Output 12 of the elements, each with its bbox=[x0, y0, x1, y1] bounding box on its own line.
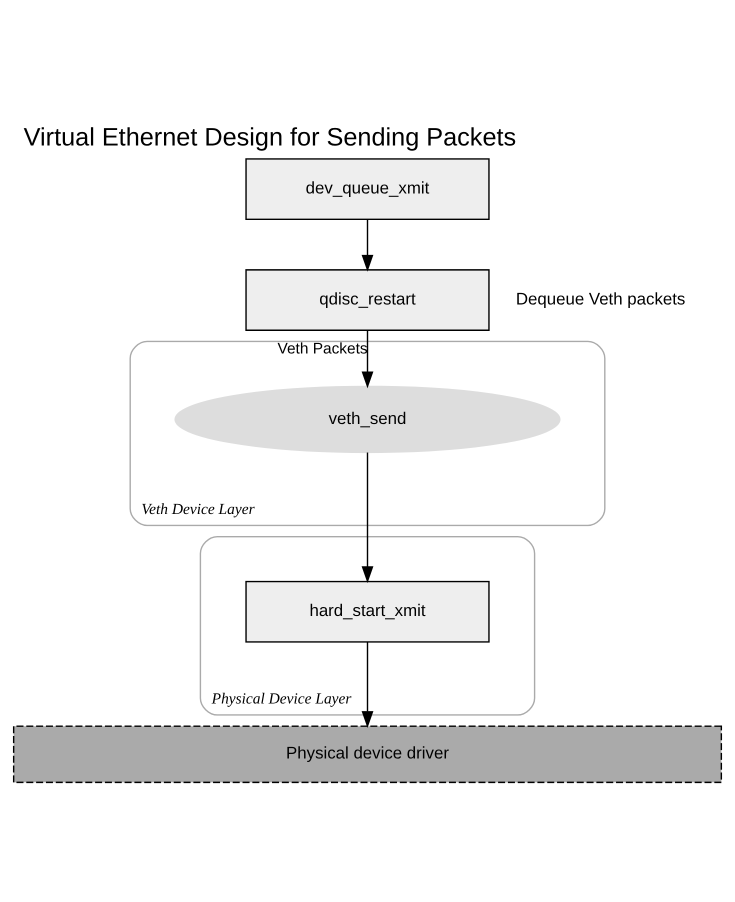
node-ellipse: veth_send bbox=[174, 386, 561, 454]
diagram-title: Virtual Ethernet Design for Sending Packets bbox=[24, 123, 516, 152]
arrow bbox=[362, 642, 374, 728]
arrow bbox=[362, 330, 374, 388]
node-box: Physical device driver bbox=[12, 726, 722, 784]
node-box: dev_queue_xmit bbox=[245, 158, 490, 220]
arrow bbox=[362, 220, 374, 272]
node-box: qdisc_restart bbox=[245, 269, 490, 331]
node-label: Dequeue Veth packets bbox=[516, 289, 686, 308]
node-box: hard_start_xmit bbox=[245, 580, 490, 643]
arrow bbox=[362, 452, 374, 584]
edge-label: Veth Packets bbox=[278, 340, 368, 358]
